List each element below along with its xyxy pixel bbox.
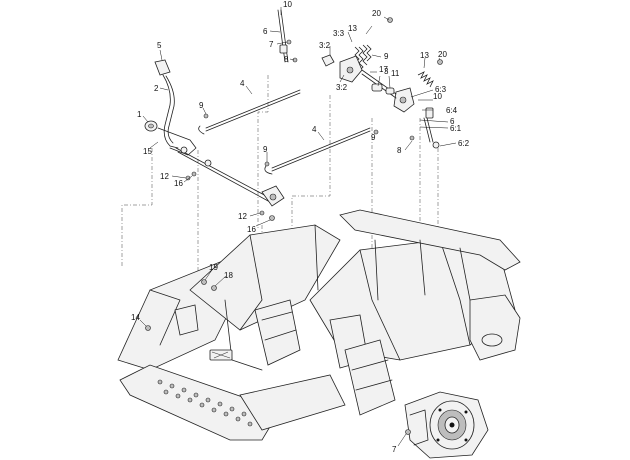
return-spring-right xyxy=(417,71,434,88)
callout-3-2-lower: 3:2 xyxy=(336,83,348,92)
support-bracket-rear xyxy=(344,339,396,416)
callout-12-lower: 12 xyxy=(238,212,247,221)
callout-12-upper: 12 xyxy=(160,172,169,181)
callout-10-upper: 10 xyxy=(283,0,292,9)
callout-6-3: 6:3 xyxy=(435,85,447,94)
lever-arm xyxy=(162,74,179,149)
callout-6-upper: 6 xyxy=(263,27,268,36)
callout-19: 19 xyxy=(209,263,218,272)
adjust-rod-right xyxy=(423,117,431,143)
callout-9-left: 9 xyxy=(199,101,204,110)
callout-17: 17 xyxy=(379,65,388,74)
callout-4-lower: 4 xyxy=(312,125,317,134)
callout-13-left: 13 xyxy=(348,24,357,33)
callout-20-right: 20 xyxy=(438,50,447,59)
callout-13-right: 13 xyxy=(420,51,429,60)
leader-lines xyxy=(139,7,457,447)
callout-8-upper: 8 xyxy=(284,55,289,64)
callout-1: 1 xyxy=(137,110,142,119)
chassis-frame xyxy=(117,209,521,441)
callout-14: 14 xyxy=(131,313,140,322)
callouts: 10 6 7 8 13 20 3:3 3:2 9 3 17 11 10 13 2… xyxy=(131,0,470,454)
callout-10-right: 10 xyxy=(433,92,442,101)
control-rod-lower xyxy=(271,127,371,169)
callout-18: 18 xyxy=(224,271,233,280)
control-rod-upper xyxy=(205,89,301,129)
callout-9-right: 9 xyxy=(371,133,376,142)
callout-9-mid: 9 xyxy=(263,145,268,154)
callout-7-lower: 7 xyxy=(392,445,397,454)
callout-6-4: 6:4 xyxy=(446,106,458,115)
callout-3: 3 xyxy=(384,67,389,76)
callout-3-2-upper: 3:2 xyxy=(319,41,331,50)
callout-6-2: 6:2 xyxy=(458,139,470,148)
callout-11: 11 xyxy=(391,69,400,78)
callout-20-left: 20 xyxy=(372,9,381,18)
control-pedal xyxy=(154,59,171,76)
callout-5: 5 xyxy=(157,41,162,50)
callout-7-upper: 7 xyxy=(269,40,274,49)
cross-shaft xyxy=(175,147,271,199)
callout-16-lower: 16 xyxy=(247,225,256,234)
callout-3-3: 3:3 xyxy=(333,29,345,38)
callout-4-upper: 4 xyxy=(240,79,245,88)
deck-perforations xyxy=(157,379,253,427)
callout-6-1: 6:1 xyxy=(450,124,462,133)
callout-16-upper: 16 xyxy=(174,179,183,188)
support-bracket-center xyxy=(254,299,301,366)
callout-6-right: 6 xyxy=(450,117,455,126)
support-bracket-left xyxy=(174,304,199,336)
frame-top-rail xyxy=(339,209,521,271)
drive-motor xyxy=(404,391,489,459)
rear-bumper xyxy=(469,294,521,361)
callout-15: 15 xyxy=(143,147,152,156)
linkage-assembly xyxy=(144,9,443,221)
callout-9-upper: 9 xyxy=(384,52,389,61)
callout-8-right: 8 xyxy=(397,146,402,155)
frame-lower-rail xyxy=(239,374,346,431)
callout-2: 2 xyxy=(154,84,159,93)
